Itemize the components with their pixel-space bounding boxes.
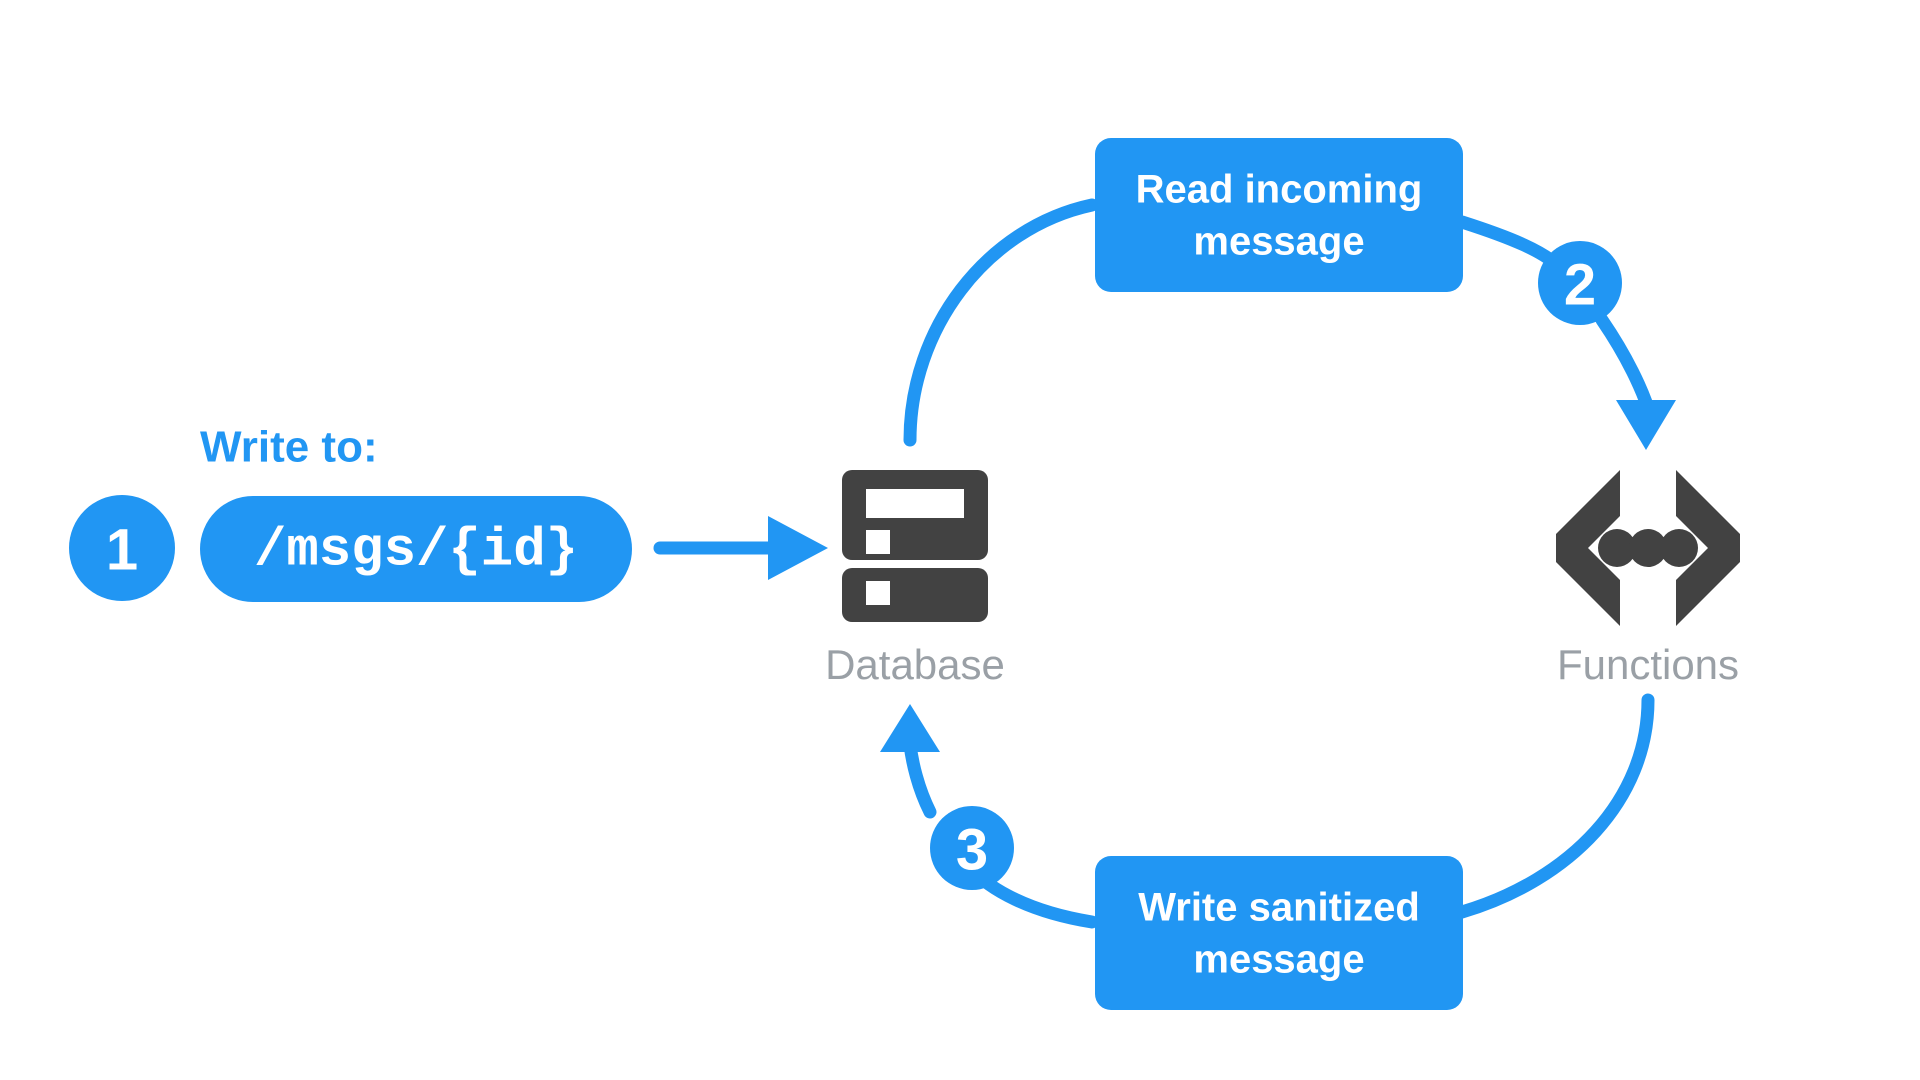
arrow-head <box>768 516 828 580</box>
ellipsis-dot-3 <box>1660 529 1698 567</box>
action-box-write-sanitized[interactable]: Write sanitized message <box>1095 856 1463 1010</box>
box-background <box>1095 856 1463 1010</box>
right-brace <box>1676 470 1740 626</box>
left-brace <box>1556 470 1620 626</box>
functions-braces-icon <box>1556 470 1740 626</box>
step-badge-3[interactable]: 3 <box>930 806 1014 890</box>
server-bottom-chassis <box>842 568 988 622</box>
node-database[interactable]: Database <box>825 470 1005 688</box>
connector-functions-to-write-box <box>1455 693 1655 919</box>
path-pill[interactable]: /msgs/{id} <box>200 496 632 602</box>
action-box-read-incoming[interactable]: Read incoming message <box>1095 138 1463 292</box>
box-background <box>1095 138 1463 292</box>
badge-label: 3 <box>956 818 988 883</box>
server-top-slot <box>866 489 964 518</box>
connector-segment-upper <box>903 737 937 819</box>
pill-label: /msgs/{id} <box>254 521 578 582</box>
database-server-icon <box>842 470 988 622</box>
step-badge-2[interactable]: 2 <box>1538 241 1622 325</box>
write-to-caption: Write to: <box>200 423 378 472</box>
arrow-head <box>880 704 940 752</box>
database-label: Database <box>825 641 1005 688</box>
pill-background <box>200 496 632 602</box>
box-line-1: Write sanitized <box>1138 886 1420 930</box>
box-line-1: Read incoming <box>1136 168 1423 212</box>
box-line-2: message <box>1193 220 1364 264</box>
functions-label: Functions <box>1557 641 1739 688</box>
badge-circle <box>930 806 1014 890</box>
ellipsis-dot-2 <box>1629 529 1667 567</box>
server-top-led <box>866 530 890 554</box>
badge-circle <box>69 495 175 601</box>
box-line-2: message <box>1193 938 1364 982</box>
connector-segment-lower <box>1595 313 1655 415</box>
badge-circle <box>1538 241 1622 325</box>
server-bottom-led <box>866 581 890 605</box>
badge-label: 2 <box>1564 253 1596 318</box>
node-functions[interactable]: Functions <box>1556 470 1740 688</box>
connector-database-to-read-box <box>903 198 1099 447</box>
connector-pill-to-database <box>653 516 828 580</box>
step-badge-1[interactable]: 1 <box>69 495 175 601</box>
badge-label: 1 <box>106 518 138 583</box>
arrow-head <box>1616 400 1676 450</box>
ellipsis-dot-1 <box>1598 529 1636 567</box>
